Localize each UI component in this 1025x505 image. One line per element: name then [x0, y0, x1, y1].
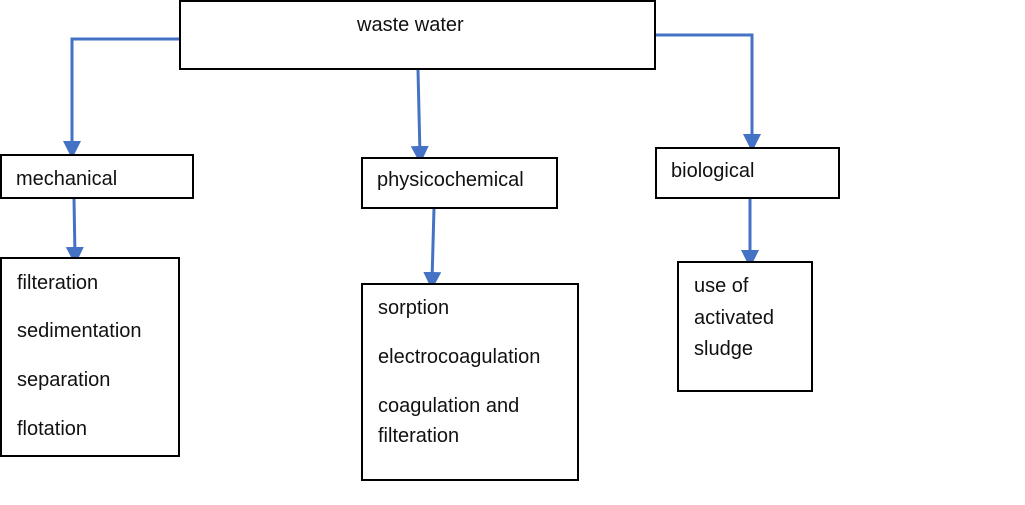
- method-item: filteration: [17, 272, 99, 294]
- category-label-mechanical: mechanical: [16, 168, 118, 190]
- methods-box-biological: use of activated sludge: [677, 261, 813, 392]
- category-label-physicochemical: physicochemical: [377, 169, 524, 191]
- method-item: filteration: [378, 425, 460, 447]
- connector-mechanical-to-methods: [65, 198, 84, 265]
- methods-box-mechanical: filteration sedimentation separation flo…: [0, 257, 180, 457]
- method-item: electrocoagulation: [378, 346, 541, 368]
- methods-box-physicochemical: sorption electrocoagulation coagulation …: [361, 283, 579, 481]
- root-label: waste water: [357, 14, 464, 36]
- connector-root-to-physicochemical: [410, 69, 429, 164]
- category-node-mechanical: mechanical: [0, 154, 194, 199]
- method-item: separation: [17, 369, 111, 391]
- method-item: activated: [694, 307, 775, 329]
- method-item: use of: [694, 275, 749, 297]
- method-item: flotation: [17, 418, 88, 440]
- category-node-physicochemical: physicochemical: [361, 157, 558, 209]
- category-label-biological: biological: [671, 160, 755, 182]
- method-item: sedimentation: [17, 320, 142, 342]
- method-item: sorption: [378, 297, 450, 319]
- method-item: coagulation and: [378, 395, 520, 417]
- method-item: sludge: [694, 338, 753, 360]
- connector-root-to-biological: [655, 33, 761, 152]
- category-node-biological: biological: [655, 147, 840, 199]
- root-node: waste water: [179, 0, 656, 70]
- connector-root-to-mechanical: [63, 37, 180, 159]
- connector-physicochemical-to-methods: [423, 207, 442, 290]
